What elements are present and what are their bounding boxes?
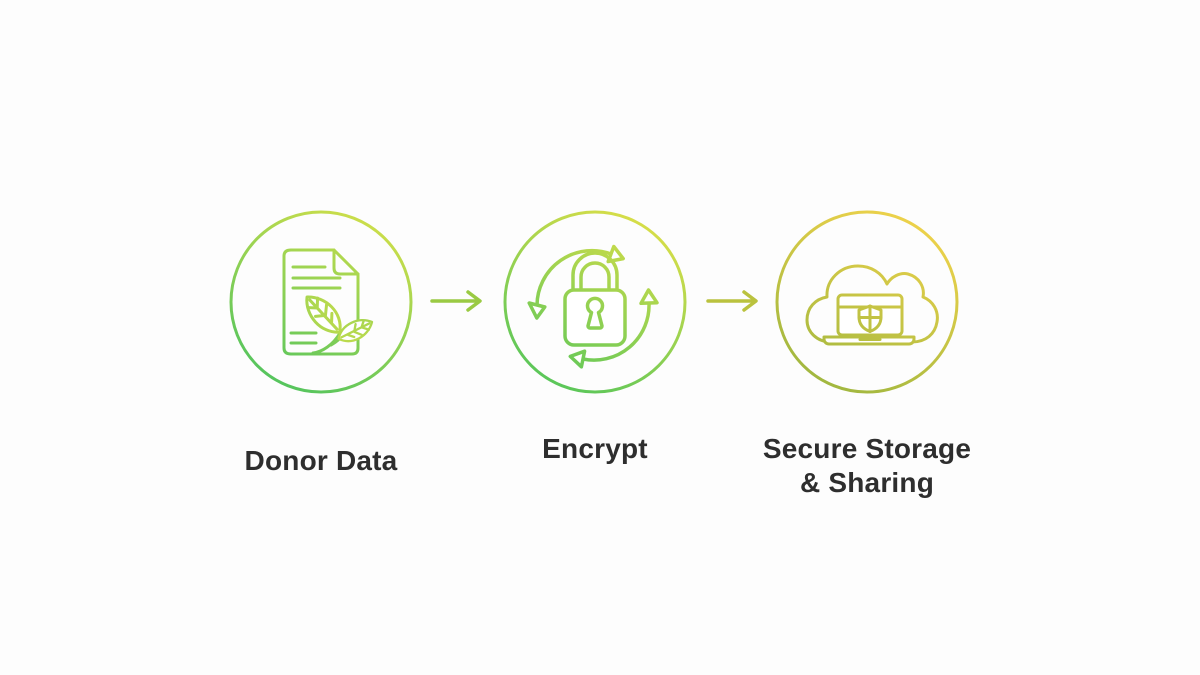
leaf-icon [305, 295, 342, 334]
cloud-icon [805, 264, 939, 344]
gradient-ring [775, 210, 959, 394]
step-label-line: Encrypt [542, 433, 648, 464]
step-label-line: & Sharing [799, 467, 935, 498]
step-label-encrypt: Encrypt [542, 432, 648, 466]
step-label-line: Secure Storage [762, 433, 972, 464]
step-secure-storage-badge [775, 210, 959, 394]
gradient-ring [503, 210, 687, 394]
gradient-ring [229, 210, 413, 394]
flow-arrow-1 [430, 290, 482, 312]
flow-arrow-2 [706, 290, 758, 312]
document-leaves-icon [282, 248, 374, 356]
lock-refresh-icon [527, 244, 659, 369]
step-encrypt-badge [503, 210, 687, 394]
step-label-secure-storage-sharing: Secure Storage & Sharing [763, 432, 971, 500]
step-donor-data-badge [229, 210, 413, 394]
keyhole-icon [585, 296, 605, 330]
step-label-donor-data: Donor Data [245, 444, 398, 478]
cloud-laptop-shield-icon [805, 264, 939, 346]
right-arrow-icon [430, 290, 482, 312]
leaf-icon [337, 319, 374, 343]
right-arrow-icon [706, 290, 758, 312]
step-label-line: Donor Data [244, 445, 398, 476]
